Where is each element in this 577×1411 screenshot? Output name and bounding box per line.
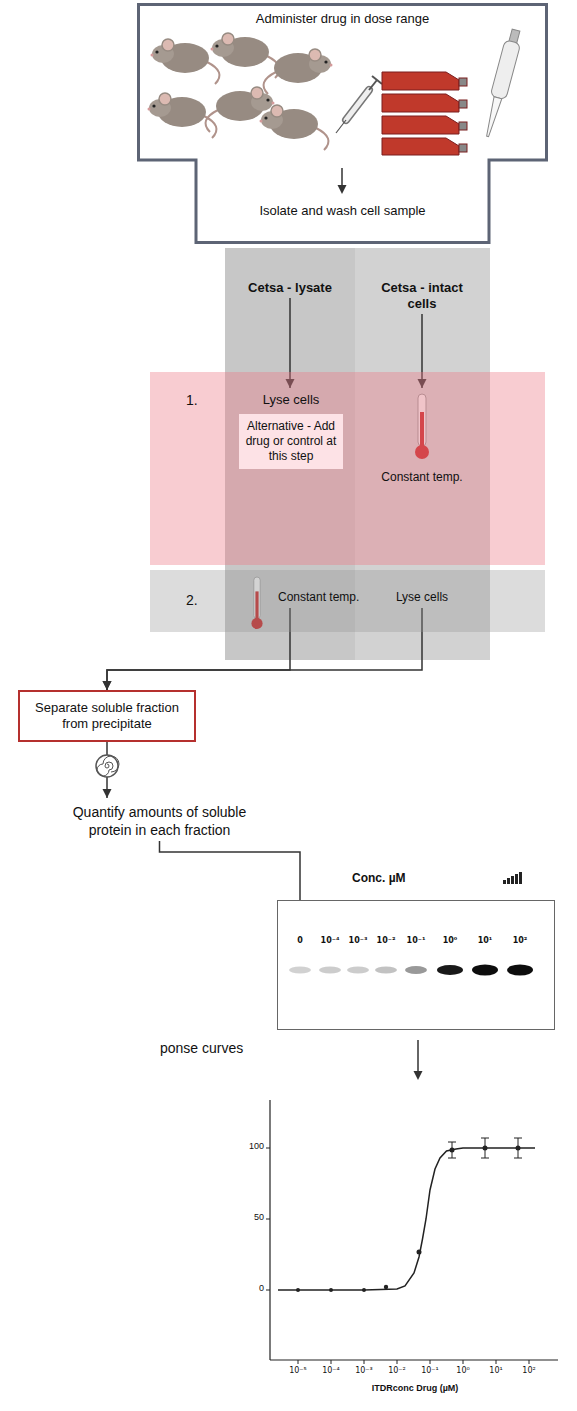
flow-arrow bbox=[414, 1040, 423, 1080]
x-tick-label: 10⁻⁵ bbox=[282, 1366, 314, 1375]
sample-prep-box: Administer drug in dose rangeIsolate and… bbox=[137, 3, 548, 244]
node-text: Cetsa - intact cells bbox=[378, 280, 466, 312]
blot-frame bbox=[278, 901, 555, 1030]
lane-label: 10⁻⁴ bbox=[316, 936, 344, 945]
box-outline-path bbox=[139, 5, 547, 243]
column-header: Cetsa - intact cells bbox=[378, 278, 466, 314]
box-text: Isolate and wash cell sample bbox=[196, 203, 489, 218]
syringe-figure bbox=[336, 76, 382, 133]
y-tick-label: 100 bbox=[226, 1141, 264, 1151]
node-text: Constant temp. bbox=[278, 590, 376, 604]
node-text: Cetsa - lysate bbox=[246, 280, 334, 296]
mouse-figure bbox=[264, 49, 333, 94]
step-band: 1. Lyse cellsAlternative - Add drug or co… bbox=[150, 372, 545, 565]
box-heading: Administer drug in dose range bbox=[137, 11, 548, 26]
x-tick-label: 10⁻² bbox=[381, 1366, 413, 1375]
process-box: Separate soluble fraction from precipita… bbox=[18, 690, 196, 742]
cell-flasks bbox=[382, 72, 467, 155]
step-text: Lyse cells bbox=[232, 388, 350, 407]
connector-line bbox=[160, 841, 301, 900]
mouse-figure bbox=[211, 33, 280, 78]
arrow-head bbox=[103, 681, 112, 690]
note-box: Alternative - Add drug or control at thi… bbox=[239, 414, 343, 469]
process-text: Quantify amounts of soluble protein in e… bbox=[57, 798, 262, 841]
node-text: Separate soluble fraction from precipita… bbox=[26, 700, 188, 732]
lane-label: 10⁻¹ bbox=[402, 936, 430, 945]
section-label: ponse curves bbox=[160, 1040, 310, 1056]
column-header: Cetsa - lysate bbox=[246, 278, 334, 298]
mouse-figure bbox=[260, 105, 329, 150]
lane-label: 0 bbox=[286, 936, 314, 945]
node-text: Constant temp. bbox=[374, 470, 470, 484]
arrow-head bbox=[103, 681, 112, 690]
axis-unit-label: Conc. µM bbox=[352, 871, 452, 885]
centrifuge-icon bbox=[96, 755, 119, 777]
axis-title: ITDRconc Drug (µM) bbox=[305, 1383, 525, 1393]
mouse-figure bbox=[148, 93, 217, 138]
step-band: 2. Constant temp. Lyse cells bbox=[150, 570, 545, 632]
step-number: 2. bbox=[186, 592, 198, 608]
arrow-head bbox=[103, 789, 112, 798]
lane-label: 10⁰ bbox=[436, 936, 464, 945]
step-cell: Lyse cellsAlternative - Add drug or cont… bbox=[232, 388, 350, 475]
x-tick-label: 10⁻³ bbox=[348, 1366, 380, 1375]
mouse-figure bbox=[151, 39, 220, 84]
lane-label: 10⁻³ bbox=[344, 936, 372, 945]
x-tick-label: 10⁰ bbox=[447, 1366, 479, 1375]
flow-connector bbox=[160, 841, 301, 900]
step-cell: Lyse cells bbox=[387, 586, 457, 608]
y-tick-label: 50 bbox=[226, 1212, 264, 1222]
x-tick-label: 10⁻⁴ bbox=[315, 1366, 347, 1375]
pipette-figure bbox=[480, 28, 524, 138]
node-text: Alternative - Add drug or control at thi… bbox=[243, 419, 339, 464]
y-tick-label: 0 bbox=[226, 1283, 264, 1293]
step-cell: Constant temp. bbox=[374, 388, 470, 484]
western-blot-bands bbox=[289, 965, 533, 976]
lane-label: 10¹ bbox=[471, 936, 499, 945]
x-tick-label: 10² bbox=[513, 1366, 545, 1375]
dose-response-chart bbox=[266, 1100, 558, 1364]
concentration-bars-icon bbox=[503, 872, 522, 884]
node-text: Lyse cells bbox=[387, 590, 457, 604]
flow-arrow bbox=[338, 168, 347, 194]
x-tick-label: 10⁻¹ bbox=[414, 1366, 446, 1375]
x-tick-label: 10¹ bbox=[480, 1366, 512, 1375]
node-text: Quantify amounts of soluble protein in e… bbox=[59, 803, 260, 839]
blot-box: 010⁻⁴10⁻³10⁻²10⁻¹ 10⁰ 10¹ 10² bbox=[277, 900, 555, 1030]
lane-label: 10⁻² bbox=[372, 936, 400, 945]
lane-label: 10² bbox=[506, 936, 534, 945]
step-cell: Constant temp. bbox=[242, 586, 376, 608]
step-number: 1. bbox=[186, 392, 198, 408]
